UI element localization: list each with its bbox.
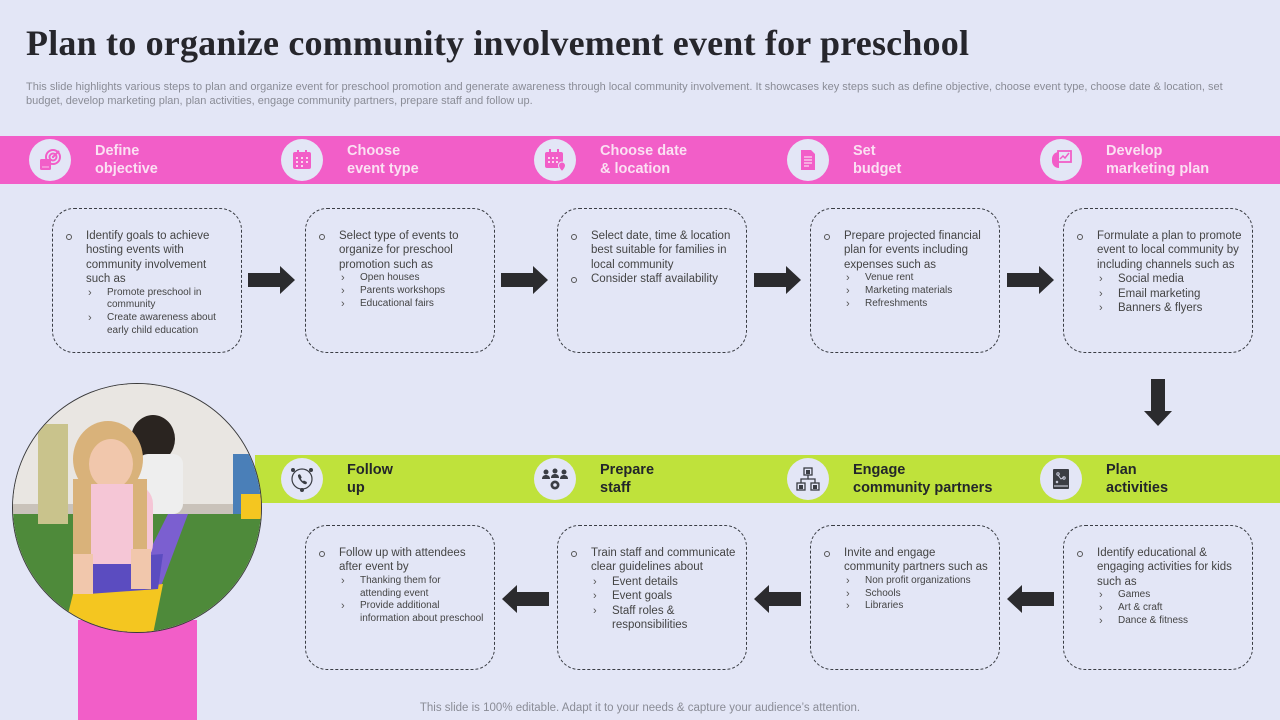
card-subpoint: Open houses: [339, 272, 484, 285]
footer-note: This slide is 100% editable. Adapt it to…: [419, 702, 861, 714]
decorative-pink-bar: [78, 620, 197, 720]
card-subpoint: Venue rent: [844, 272, 989, 285]
card-subpoint: Libraries: [844, 600, 989, 613]
step-card-set-budget: Prepare projected financial plan for eve…: [810, 208, 1000, 353]
step-label: Plan activities: [1106, 462, 1169, 496]
left-arrow-icon: [502, 585, 549, 613]
card-point: Invite and engage community partners suc…: [823, 546, 989, 613]
step-header-choose-event-type: Choose event type: [281, 136, 419, 184]
phone-network-icon: [281, 458, 323, 500]
left-arrow-icon: [1007, 585, 1054, 613]
card-subpoint: Event details: [591, 575, 736, 590]
activity-board-icon: [1040, 458, 1082, 500]
card-subpoint: Games: [1097, 589, 1242, 602]
card-subpoint: Educational fairs: [339, 298, 484, 311]
step-header-plan-activities: Plan activities: [1040, 455, 1168, 503]
step-card-define-objective: Identify goals to achieve hosting events…: [52, 208, 242, 353]
step-header-define-objective: Define objective: [29, 136, 158, 184]
right-arrow-icon: [754, 266, 801, 294]
card-subpoint: Create awareness about early child educa…: [86, 312, 231, 338]
team-gear-icon: [534, 458, 576, 500]
card-subpoint: Non profit organizations: [844, 575, 989, 588]
step-card-choose-event-type: Select type of events to organize for pr…: [305, 208, 495, 353]
org-chart-icon: [787, 458, 829, 500]
step-header-engage-community-partners: Engage community partners: [787, 455, 992, 503]
step-header-develop-marketing-plan: Develop marketing plan: [1040, 136, 1209, 184]
card-subpoint: Staff roles & responsibilities: [591, 604, 736, 633]
target-objective-icon: [29, 139, 71, 181]
card-point: Formulate a plan to promote event to loc…: [1076, 229, 1242, 316]
left-arrow-icon: [754, 585, 801, 613]
card-point: Identify educational & engaging activiti…: [1076, 546, 1242, 628]
slide-subtitle: This slide highlights various steps to p…: [26, 81, 1223, 107]
step-label: Engage community partners: [853, 462, 993, 496]
card-point: Select type of events to organize for pr…: [318, 229, 484, 311]
card-subpoint: Refreshments: [844, 298, 989, 311]
step-header-choose-date-location: Choose date & location: [534, 136, 687, 184]
step-header-set-budget: Set budget: [787, 136, 901, 184]
card-subpoint: Schools: [844, 588, 989, 601]
budget-document-icon: [787, 139, 829, 181]
card-subpoint: Art & craft: [1097, 602, 1242, 615]
step-label: Choose event type: [347, 143, 419, 177]
step-label: Choose date & location: [600, 143, 688, 177]
calendar-location-icon: [534, 139, 576, 181]
step-label: Set budget: [853, 143, 902, 177]
card-subpoint: Social media: [1097, 272, 1242, 287]
card-subpoint: Promote preschool in community: [86, 287, 231, 313]
step-label: Develop marketing plan: [1106, 143, 1210, 177]
step-label: Prepare staff: [600, 462, 655, 496]
bottom-step-band: [255, 455, 1280, 503]
card-subpoint: Provide additional information about pre…: [339, 600, 484, 626]
step-label: Define objective: [95, 143, 158, 177]
step-card-prepare-staff: Train staff and communicate clear guidel…: [557, 525, 747, 670]
down-arrow-icon: [1144, 379, 1172, 426]
step-card-engage-community-partners: Invite and engage community partners suc…: [810, 525, 1000, 670]
card-subpoint: Thanking them for attending event: [339, 575, 484, 601]
card-subpoint: Email marketing: [1097, 287, 1242, 302]
card-point: Train staff and communicate clear guidel…: [570, 546, 736, 632]
card-point: Follow up with attendees after event by …: [318, 546, 484, 626]
card-subpoint: Banners & flyers: [1097, 301, 1242, 316]
card-point: Select date, time & location best suitab…: [570, 229, 736, 272]
step-card-plan-activities: Identify educational & engaging activiti…: [1063, 525, 1253, 670]
card-point: Prepare projected financial plan for eve…: [823, 229, 989, 311]
calendar-event-icon: [281, 139, 323, 181]
children-activity-photo: [12, 383, 262, 633]
card-subpoint: Parents workshops: [339, 285, 484, 298]
step-header-follow-up: Follow up: [281, 455, 393, 503]
right-arrow-icon: [248, 266, 295, 294]
card-point: Consider staff availability: [570, 272, 736, 286]
step-card-develop-marketing-plan: Formulate a plan to promote event to loc…: [1063, 208, 1253, 353]
card-subpoint: Dance & fitness: [1097, 615, 1242, 628]
right-arrow-icon: [1007, 266, 1054, 294]
step-header-prepare-staff: Prepare staff: [534, 455, 654, 503]
card-subpoint: Event goals: [591, 589, 736, 604]
slide-title: Plan to organize community involvement e…: [26, 23, 970, 63]
step-card-follow-up: Follow up with attendees after event by …: [305, 525, 495, 670]
card-point: Identify goals to achieve hosting events…: [65, 229, 231, 338]
step-card-choose-date-location: Select date, time & location best suitab…: [557, 208, 747, 353]
marketing-plan-icon: [1040, 139, 1082, 181]
card-subpoint: Marketing materials: [844, 285, 989, 298]
step-label: Follow up: [347, 462, 393, 496]
right-arrow-icon: [501, 266, 548, 294]
